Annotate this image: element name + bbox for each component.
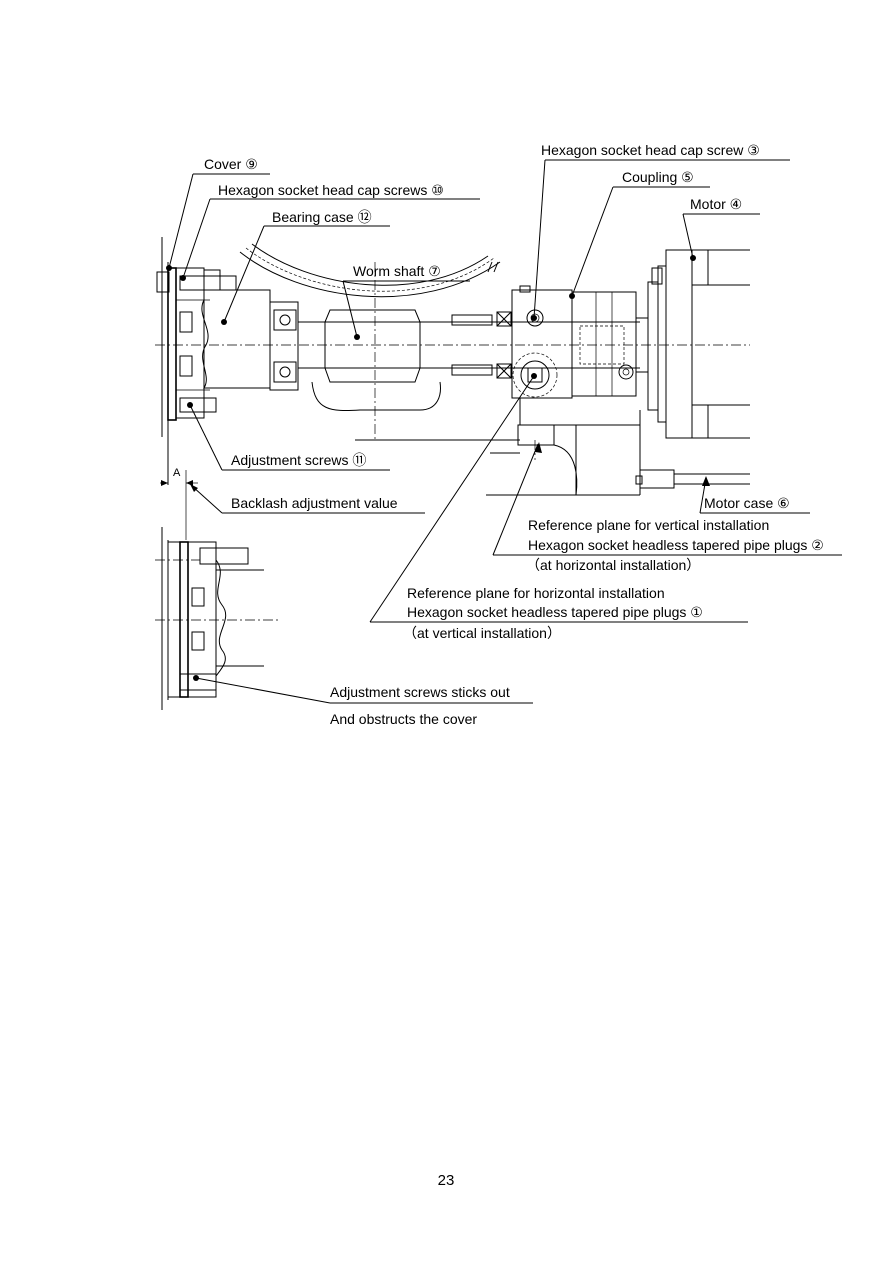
label-ref-vertical-line3: （at horizontal installation） [526,557,700,573]
leader-lines [166,159,842,704]
label-backlash-value: Backlash adjustment value [231,495,398,511]
bearing-case-body [201,289,271,389]
label-ref-horizontal-line2: Hexagon socket headless tapered pipe plu… [407,604,703,620]
label-hex-cap-screw-3: Hexagon socket head cap screw ③ [541,142,760,158]
backlash-dimension [160,470,198,540]
label-sticks-out-line2: And obstructs the cover [330,711,477,727]
label-motor: Motor ④ [690,196,742,212]
pipe-plug-1-top [520,360,550,390]
label-ref-vertical-line2: Hexagon socket headless tapered pipe plu… [528,537,824,553]
lower-detail-view [155,527,278,710]
page-number: 23 [438,1172,455,1189]
label-hex-cap-screws-10: Hexagon socket head cap screws ⑩ [218,182,444,198]
label-worm-shaft: Worm shaft ⑦ [353,263,441,279]
label-coupling: Coupling ⑤ [622,169,694,185]
worm-shaft-teeth [324,309,421,383]
label-ref-vertical-line1: Reference plane for vertical installatio… [528,517,769,533]
label-bearing-case: Bearing case ⑫ [272,209,372,225]
label-cover: Cover ⑨ [204,156,258,172]
label-ref-horizontal-line3: （at vertical installation） [403,625,561,641]
label-adjustment-screws: Adjustment screws ⑪ [231,452,366,468]
label-ref-horizontal-line1: Reference plane for horizontal installat… [407,585,665,601]
label-dimension-a: A [173,467,181,479]
label-sticks-out-line1: Adjustment screws sticks out [330,684,510,700]
label-motor-case: Motor case ⑥ [704,495,790,511]
coupling-body [571,291,637,397]
